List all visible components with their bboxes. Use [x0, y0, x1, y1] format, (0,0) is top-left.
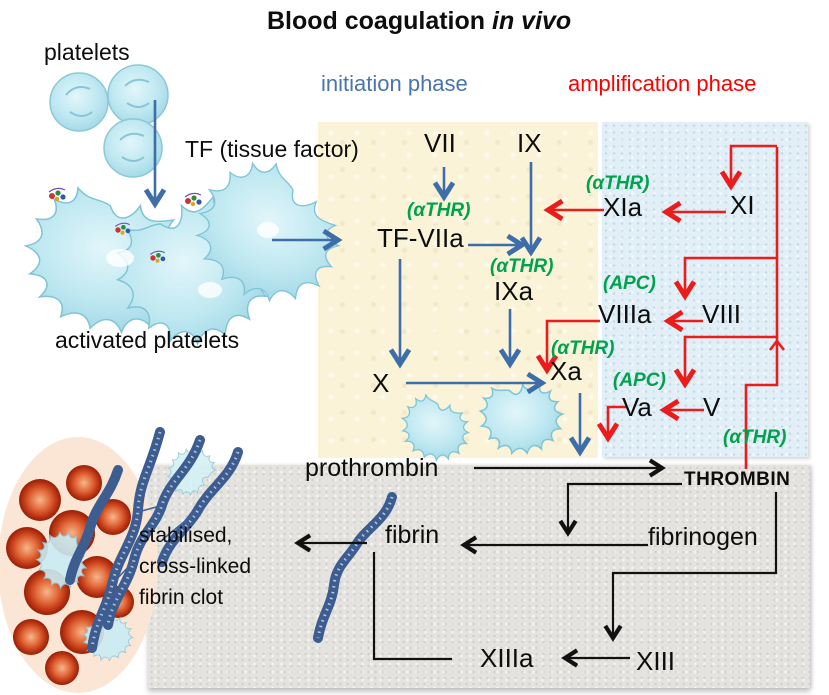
common-pathway-panel — [148, 465, 810, 688]
thrombin-label: THROMBIN — [684, 469, 791, 490]
factor-vii-label: VII — [424, 128, 456, 158]
factor-xi-label: XI — [730, 190, 755, 220]
title-main: Blood coagulation — [267, 7, 492, 35]
fibrin-strand-image — [313, 492, 397, 643]
amplification-phase-label: amplification phase — [568, 71, 757, 96]
factor-viii-label: VIII — [702, 299, 742, 329]
factor-ix-label: IX — [517, 128, 542, 158]
page-title: Blood coagulation in vivo — [267, 8, 571, 34]
title-italic: in vivo — [492, 7, 572, 35]
factor-ixa-label: IXa — [494, 276, 534, 306]
apc-tag-2: (APC) — [613, 370, 666, 391]
red-arrows — [535, 144, 786, 469]
factor-xiii-label: XIII — [636, 646, 676, 676]
platelets-label: platelets — [44, 39, 130, 65]
amplification-phase-panel — [602, 122, 808, 457]
factor-xa-label: Xa — [550, 356, 582, 386]
athr-tag-3: (αTHR) — [551, 338, 615, 359]
apc-tag-1: (APC) — [603, 273, 656, 294]
clot-label-line2: cross-linked — [139, 555, 252, 578]
fibrin-clot-image — [0, 427, 243, 693]
athr-tag-2: (αTHR) — [490, 256, 554, 277]
clot-label-line3: fibrin clot — [139, 586, 224, 609]
factor-v-label: V — [703, 392, 721, 422]
platelets-image — [49, 64, 169, 178]
initiation-phase-panel — [318, 122, 598, 458]
fibrinogen-label: fibrinogen — [648, 523, 758, 551]
fibrin-label: fibrin — [385, 521, 440, 549]
clot-label-line1: stabilised, — [139, 524, 233, 547]
black-arrows — [294, 458, 778, 668]
factor-viiia-label: VIIIa — [598, 299, 652, 329]
activated-platelets-image — [9, 143, 368, 373]
athr-tag-1: (αTHR) — [407, 200, 471, 221]
prothrombin-label: prothrombin — [305, 454, 439, 482]
blue-arrows — [143, 100, 592, 457]
factor-va-label: Va — [622, 392, 652, 422]
athr-tag-5: (αTHR) — [723, 427, 787, 448]
factor-tfviia-label: TF-VIIa — [377, 223, 464, 253]
factor-x-label: X — [372, 368, 390, 398]
activated-platelets-label: activated platelets — [55, 327, 240, 353]
factor-xiiia-label: XIIIa — [480, 643, 534, 673]
tissue-factor-label: TF (tissue factor) — [185, 136, 359, 162]
factor-xia-label: XIa — [603, 192, 643, 222]
initiation-phase-label: initiation phase — [321, 71, 468, 96]
athr-tag-4: (αTHR) — [586, 173, 650, 194]
